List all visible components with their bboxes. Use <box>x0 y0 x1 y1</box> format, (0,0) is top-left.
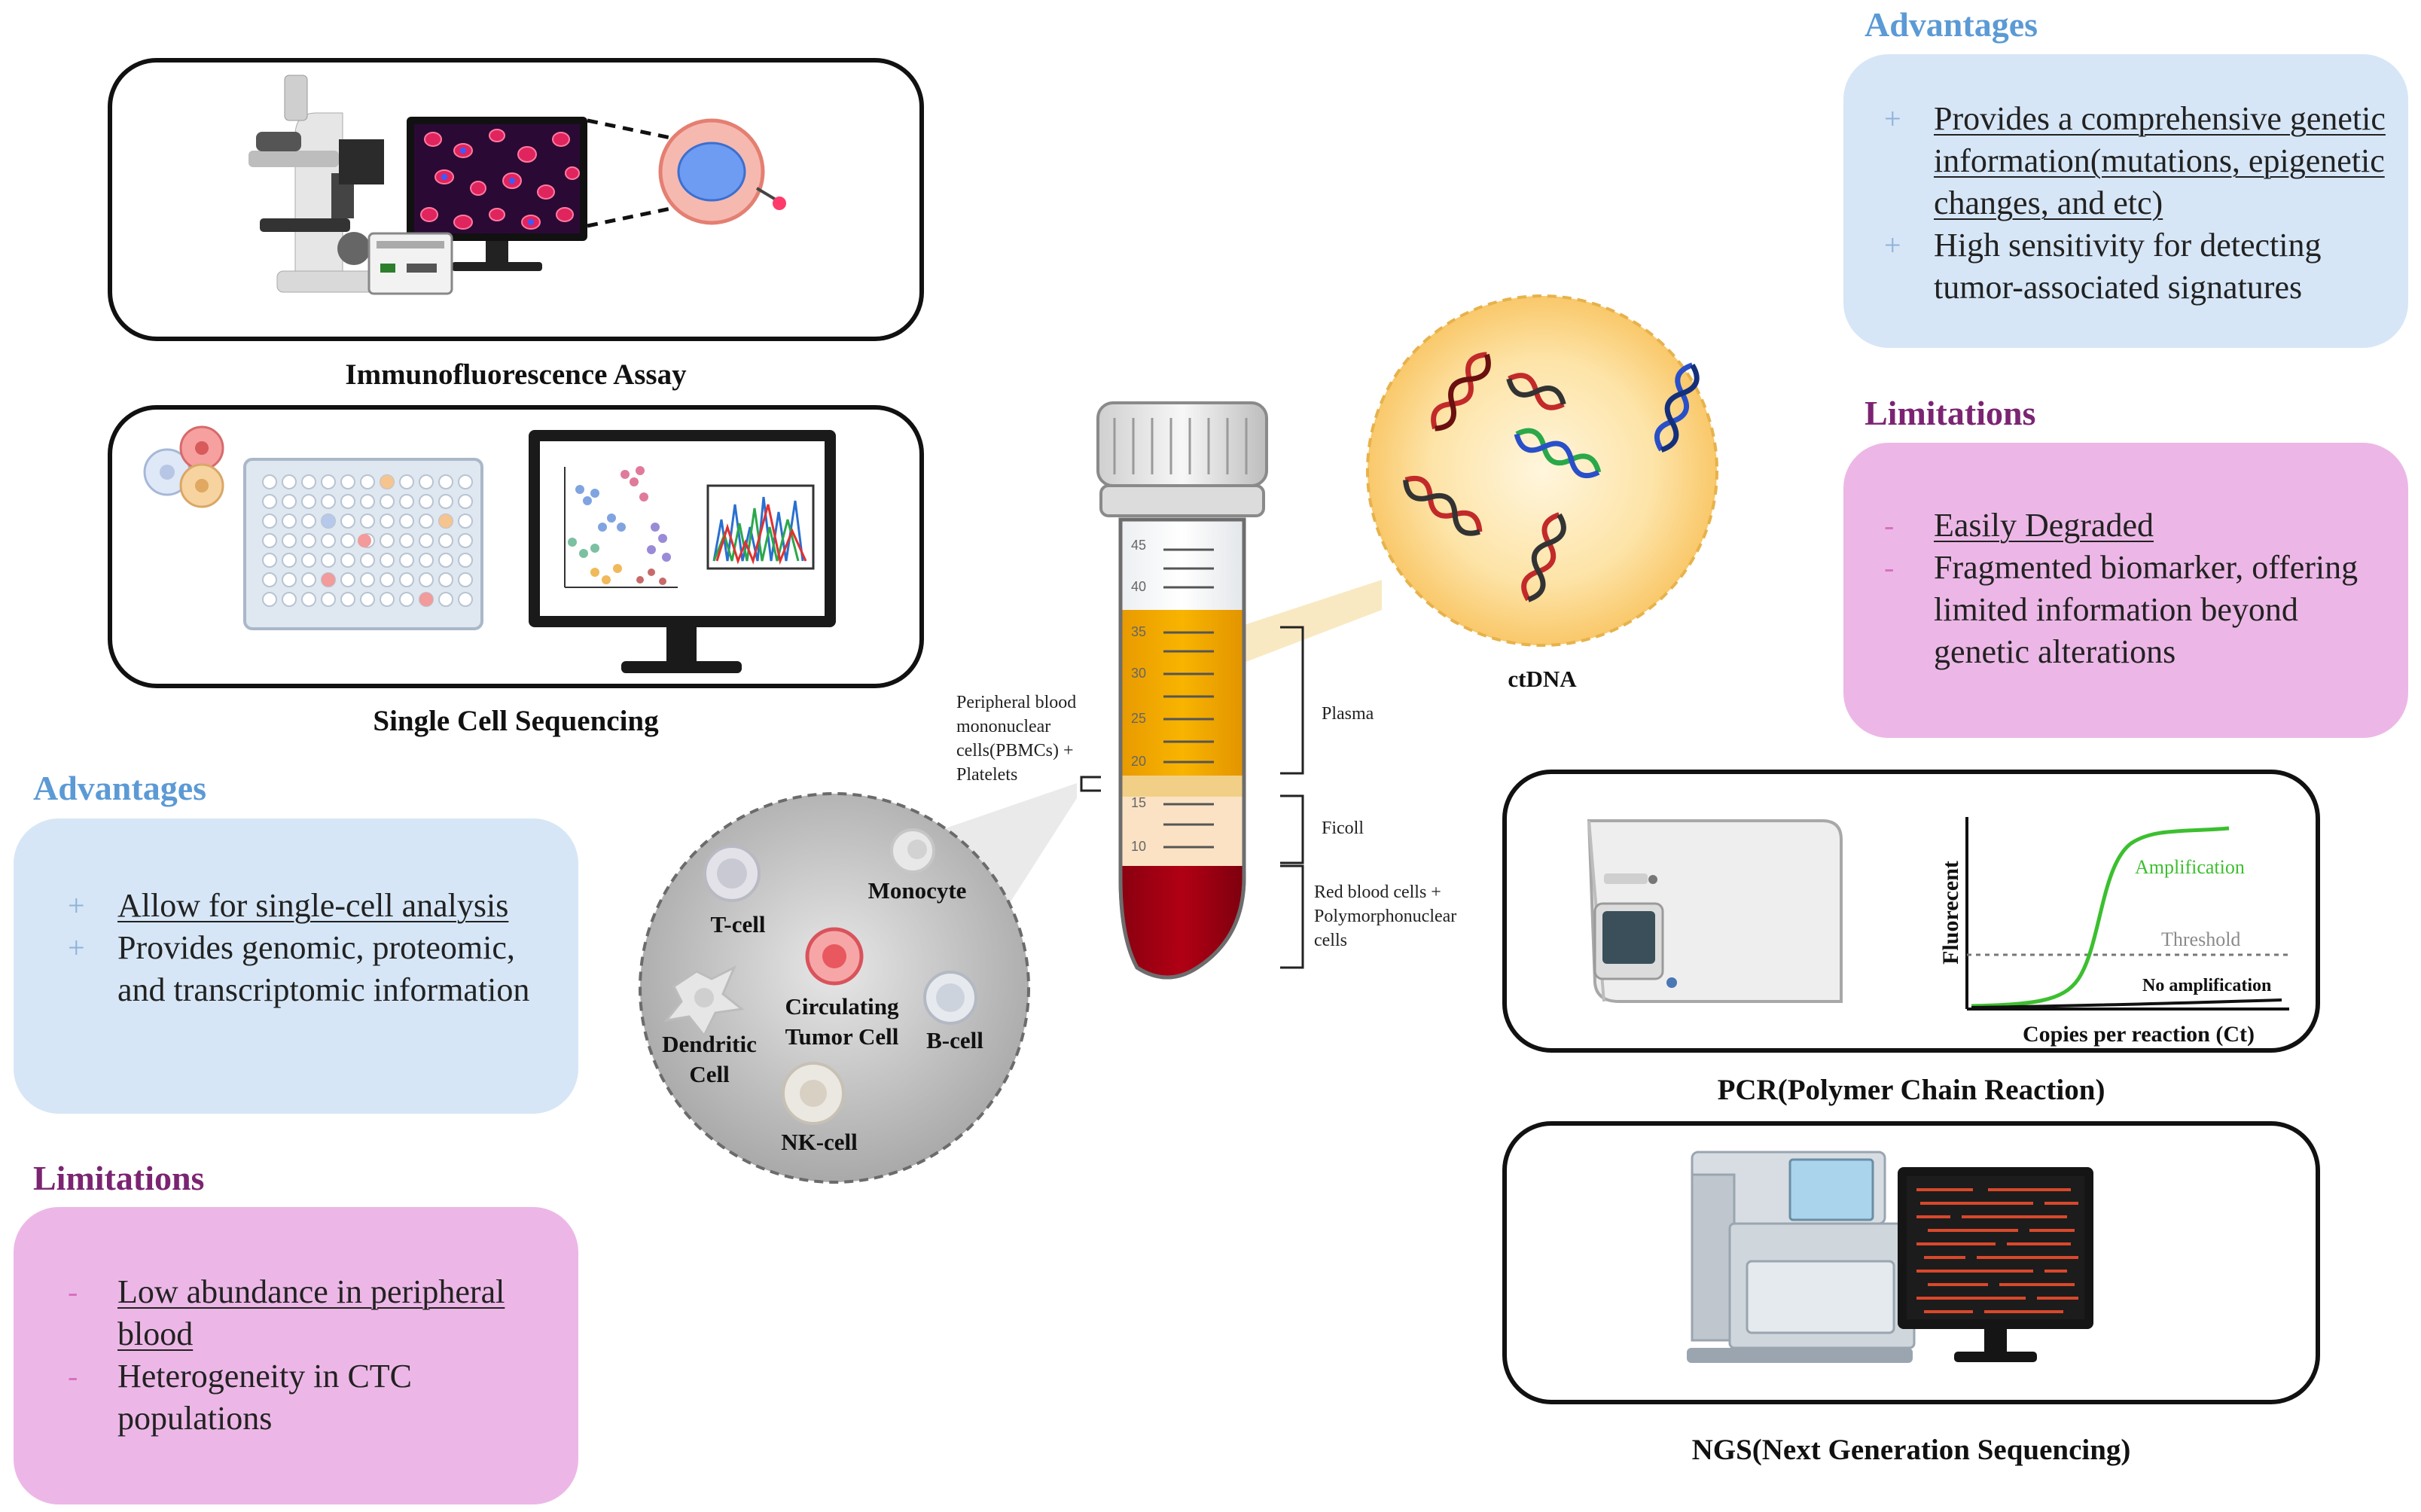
rbc-label-line2: Polymorphonuclear <box>1314 907 1456 926</box>
well-plate-icon <box>243 458 483 630</box>
ficoll-bracket <box>1280 794 1304 864</box>
ficoll-label: Ficoll <box>1322 818 1364 838</box>
pbmc-bracket <box>1080 776 1101 792</box>
left-advantage-item: +Provides genomic, proteomic, and transc… <box>68 927 548 1011</box>
pbmc-label-line2: mononuclear <box>956 717 1050 736</box>
left-advantages-panel: +Allow for single-cell analysis +Provide… <box>14 818 578 1114</box>
right-advantages-list: +Provides a comprehensive genetic inform… <box>1884 98 2386 309</box>
right-advantages-panel: +Provides a comprehensive genetic inform… <box>1843 54 2408 348</box>
left-limitations-panel: -Low abundance in peripheral blood -Hete… <box>14 1207 578 1504</box>
left-advantages-list: +Allow for single-cell analysis +Provide… <box>68 885 548 1011</box>
nk-cell-icon <box>782 1062 845 1125</box>
circulating-tumor-cell-icon <box>805 927 864 986</box>
left-limitations-heading: Limitations <box>33 1159 205 1197</box>
left-limitation-item: -Low abundance in peripheral blood <box>68 1271 548 1355</box>
dendritic-label-line1: Dendritic <box>662 1031 757 1057</box>
right-limitation-item: -Fragmented biomarker, offering limited … <box>1884 547 2386 673</box>
pcr-caption: PCR(Polymer Chain Reaction) <box>1718 1074 2105 1106</box>
right-advantages-heading: Advantages <box>1865 5 2038 44</box>
monocyte-label: Monocyte <box>868 877 967 904</box>
ngs-monitor-icon <box>1898 1167 2093 1362</box>
pcr-y-label: Fluorecent <box>1938 861 1963 965</box>
minus-icon: - <box>68 1275 78 1309</box>
pcr-amplification-curve <box>1971 826 2230 1008</box>
tube-scale-40: 40 <box>1131 579 1146 594</box>
pbmc-label-line4: Platelets <box>956 765 1017 785</box>
b-cell-label: B-cell <box>926 1027 983 1053</box>
dna-helix-icons <box>1403 352 1700 602</box>
ngs-sequencer-icon <box>1687 1151 1916 1363</box>
tube-scale-20: 20 <box>1131 754 1146 769</box>
dendritic-cell-icon <box>663 965 745 1038</box>
rbc-label-line1: Red blood cells + <box>1314 883 1441 902</box>
right-limitations-heading: Limitations <box>1865 394 2036 432</box>
ficoll-layer <box>1121 797 1244 866</box>
rbc-label-line3: cells <box>1314 931 1347 950</box>
tube-cap <box>1096 401 1268 487</box>
immunofluorescence-caption: Immunofluorescence Assay <box>345 358 687 391</box>
tube-scale-10: 10 <box>1131 839 1146 854</box>
left-limitation-item: -Heterogeneity in CTC populations <box>68 1355 548 1440</box>
t-cell-icon <box>703 845 761 902</box>
ctc-label-line2: Tumor Cell <box>785 1023 899 1050</box>
ngs-caption: NGS(Next Generation Sequencing) <box>1692 1434 2131 1466</box>
plus-icon: + <box>68 931 85 965</box>
pcr-no-amplification-curve <box>1971 998 2282 1009</box>
right-limitations-panel: -Easily Degraded -Fragmented biomarker, … <box>1843 443 2408 738</box>
pcr-amplification-plot: Fluorecent Copies per reaction (Ct) Ampl… <box>1938 817 2289 1047</box>
sequencing-monitor-icon <box>529 430 836 673</box>
right-limitation-item: -Easily Degraded <box>1884 505 2386 547</box>
tube-scale-30: 30 <box>1131 666 1146 681</box>
fluorescence-monitor-icon <box>407 117 587 271</box>
zoom-line-top <box>587 118 678 142</box>
b-cell-icon <box>923 971 977 1025</box>
minus-icon: - <box>1884 508 1895 542</box>
right-advantage-item: +High sensitivity for detecting tumor-as… <box>1884 224 2386 309</box>
plasma-bracket <box>1280 626 1304 775</box>
rbc-bracket <box>1280 864 1304 969</box>
tube-scale-15: 15 <box>1131 795 1146 810</box>
tube-scale-45: 45 <box>1131 538 1146 553</box>
ctdna-label: ctDNA <box>1508 666 1577 692</box>
pbmc-label-line1: Peripheral blood <box>956 693 1076 712</box>
minus-icon: - <box>1884 550 1895 584</box>
monocyte-icon <box>890 828 935 873</box>
right-limitations-list: -Easily Degraded -Fragmented biomarker, … <box>1884 505 2386 673</box>
t-cell-label: T-cell <box>711 911 766 937</box>
plasma-label: Plasma <box>1322 704 1374 724</box>
fluorescent-cell-icon <box>658 118 786 225</box>
zoom-line-bottom <box>587 205 678 228</box>
plasma-layer <box>1121 610 1244 779</box>
plus-icon: + <box>1884 102 1901 136</box>
ctc-label-line1: Circulating <box>785 993 899 1020</box>
pcr-machine-icon <box>1587 819 1843 1003</box>
pbmc-label-line3: cells(PBMCs) + <box>956 741 1074 761</box>
dendritic-label-line2: Cell <box>689 1061 730 1087</box>
tube-scale-35: 35 <box>1131 624 1146 639</box>
pcr-threshold-label: Threshold <box>2161 928 2240 950</box>
microscope-icon <box>249 75 391 293</box>
plus-icon: + <box>68 889 85 922</box>
nk-cell-label: NK-cell <box>781 1129 858 1155</box>
cell-cluster-icon <box>143 425 224 508</box>
light-source-icon <box>339 139 453 295</box>
blood-tube: 45 40 35 30 25 20 15 10 <box>1096 401 1268 980</box>
ctdna-zoom-cone <box>1244 580 1382 663</box>
left-advantages-heading: Advantages <box>33 769 207 807</box>
left-advantage-item: +Allow for single-cell analysis <box>68 885 548 927</box>
left-limitations-list: -Low abundance in peripheral blood -Hete… <box>68 1271 548 1440</box>
pcr-no-amplification-label: No amplification <box>2142 976 2271 995</box>
right-advantage-item: +Provides a comprehensive genetic inform… <box>1884 98 2386 224</box>
tube-scale-25: 25 <box>1131 711 1146 726</box>
single-cell-sequencing-caption: Single Cell Sequencing <box>373 705 659 737</box>
pcr-x-label: Copies per reaction (Ct) <box>2023 1022 2255 1047</box>
minus-icon: - <box>68 1359 78 1393</box>
plus-icon: + <box>1884 228 1901 262</box>
pcr-amplification-label: Amplification <box>2135 856 2245 878</box>
